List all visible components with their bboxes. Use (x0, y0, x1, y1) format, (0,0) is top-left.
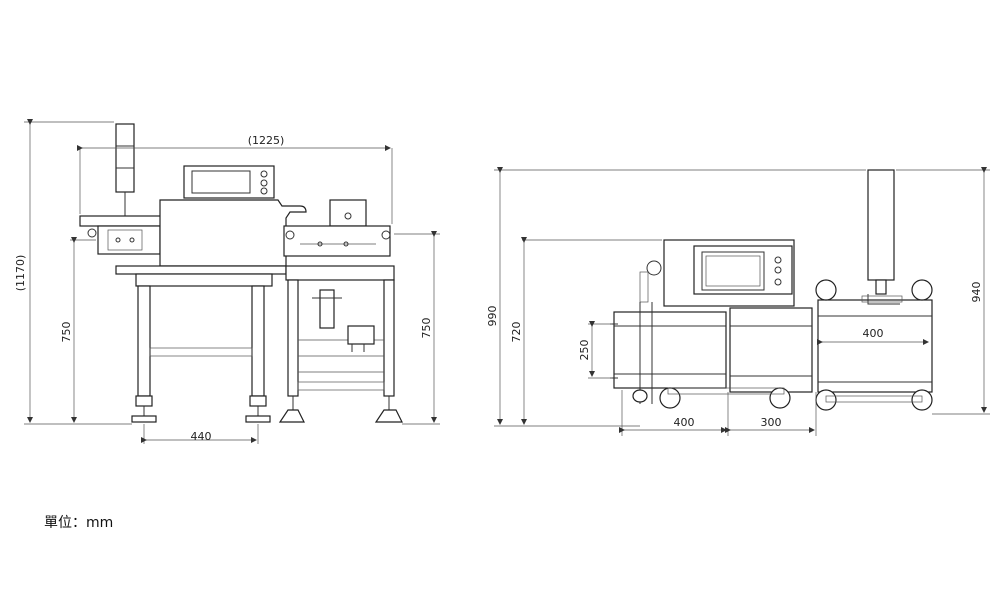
left-leg-a (137, 285, 151, 397)
weigh-conveyor (729, 307, 813, 393)
leg-spacing-label: 440 (191, 430, 212, 443)
side-view-dimensions (494, 167, 990, 436)
front-view-dimensions (24, 119, 440, 444)
weigh-length-label: 300 (761, 416, 782, 429)
height-720-label: 720 (510, 322, 523, 343)
frame-height-left-label: 750 (60, 322, 73, 343)
right-table-top (285, 265, 395, 281)
side-signal-tower (867, 169, 895, 281)
front-view-dimension-labels: (1225) (1170) 750 750 440 (14, 134, 433, 443)
solenoid-valve (347, 325, 375, 345)
front-view-machine (79, 123, 403, 423)
outfeed-length-label: 400 (863, 327, 884, 340)
side-view-dimension-labels: 990 720 940 250 400 300 400 (486, 282, 983, 430)
side-display-panel (693, 245, 793, 295)
weighing-housing (159, 199, 307, 267)
left-table-top (115, 265, 287, 275)
infeed-conveyor (613, 311, 727, 389)
conveyor-width-label: 250 (578, 340, 591, 361)
front-outfeed-conveyor (283, 225, 391, 257)
overall-width-label: (1225) (248, 134, 285, 147)
front-infeed-conveyor (79, 215, 165, 227)
side-view-machine (610, 169, 933, 411)
unit-label: 單位：mm (44, 515, 114, 531)
air-regulator (319, 289, 335, 329)
right-leg-a (287, 279, 299, 397)
right-leg-b (383, 279, 395, 397)
signal-tower (115, 123, 135, 193)
overall-height-label: (1170) (14, 255, 27, 292)
side-knob (646, 260, 662, 276)
outfeed-conveyor (817, 299, 933, 393)
height-940-label: 940 (970, 282, 983, 303)
infeed-length-label: 400 (674, 416, 695, 429)
left-leg-b (251, 285, 265, 397)
height-990-label: 990 (486, 306, 499, 327)
frame-height-right-label: 750 (420, 318, 433, 339)
